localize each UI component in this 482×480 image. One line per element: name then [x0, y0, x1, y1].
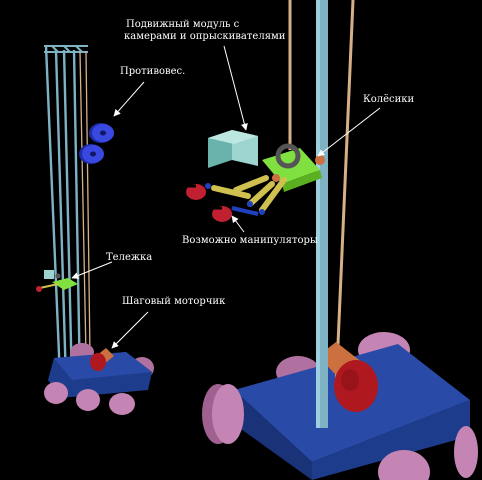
large-robot-stepper-motor: [318, 342, 378, 412]
label-wheels: Колёсики: [363, 94, 415, 105]
arrow-counterweight: [113, 81, 145, 117]
annotation-arrows: [71, 45, 381, 349]
small-robot-rails: [44, 45, 82, 386]
arrow-trolley: [71, 261, 113, 279]
large-robot-cables: [288, 0, 355, 391]
small-robot-stepper-motor: [90, 348, 114, 371]
large-robot-main-rail: [316, 0, 328, 428]
arrow-wheels: [317, 107, 381, 157]
label-stepper-motor: Шаговый моторчик: [122, 296, 226, 307]
small-robot-cables: [79, 51, 91, 357]
moving-module: [186, 130, 325, 222]
large-robot-front-wheels: [202, 384, 478, 480]
label-counterweight: Противовес.: [120, 66, 186, 77]
label-trolley: Тележка: [106, 252, 153, 263]
label-manipulators: Возможно манипуляторы: [182, 235, 318, 246]
arrow-stepper-motor: [111, 311, 149, 349]
trolley: [36, 270, 78, 292]
arrow-module: [223, 45, 248, 131]
small-robot-front-wheels: [44, 382, 135, 415]
label-module-line2: камерами и опрыскивателями: [124, 31, 286, 42]
label-module-line1: Подвижный модуль с: [126, 19, 240, 30]
counterweight-disks: [79, 123, 114, 164]
small-robot: [36, 45, 154, 415]
arrow-manipulators: [231, 215, 245, 233]
large-robot: [186, 0, 478, 480]
small-robot-top-frame: [44, 45, 88, 53]
